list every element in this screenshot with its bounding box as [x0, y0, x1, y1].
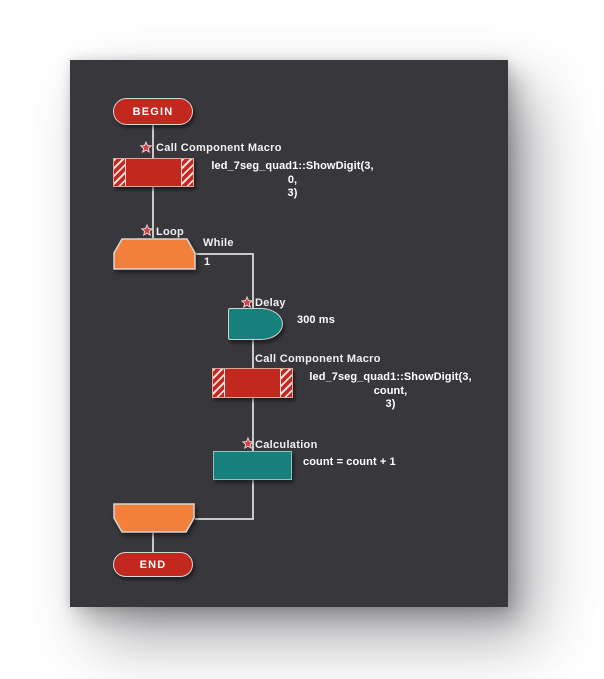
- call-component-macro-node-1[interactable]: [113, 158, 194, 187]
- bookmark-star-icon[interactable]: [141, 224, 153, 236]
- connector-delay-macro2: [252, 340, 254, 368]
- loop-title: Loop: [156, 226, 185, 238]
- begin-label: BEGIN: [132, 105, 174, 118]
- bookmark-star-icon[interactable]: [140, 141, 152, 153]
- end-label: END: [139, 558, 167, 571]
- connector-macro2-calc: [252, 398, 254, 451]
- loop-condition-value: 1: [204, 256, 211, 268]
- call-component-macro-node-2[interactable]: [212, 368, 293, 398]
- macro2-parameters: led_7seg_quad1::ShowDigit(3, count, 3): [309, 371, 472, 410]
- connector-loop-branch-horizontal: [196, 253, 254, 255]
- connector-calc-down: [252, 480, 254, 520]
- macro1-title: Call Component Macro: [156, 142, 282, 154]
- macro-hatch-right: [280, 369, 292, 397]
- end-node[interactable]: END: [113, 552, 193, 577]
- delay-title: Delay: [255, 297, 286, 309]
- connector-loopend-horizontal: [195, 518, 254, 520]
- connector-begin-macro1: [152, 125, 154, 158]
- loop-condition: While: [203, 237, 234, 249]
- delay-detail: 300 ms: [297, 314, 335, 326]
- macro-hatch-right: [181, 159, 193, 186]
- calculation-node[interactable]: [213, 451, 292, 480]
- macro-hatch-left: [213, 369, 225, 397]
- loop-end-node[interactable]: [113, 503, 195, 533]
- bookmark-star-icon[interactable]: [241, 296, 253, 308]
- delay-node[interactable]: [228, 308, 283, 340]
- bookmark-star-icon[interactable]: [242, 437, 254, 449]
- loop-begin-node[interactable]: [113, 238, 196, 270]
- calc-detail: count = count + 1: [303, 456, 396, 468]
- calc-title: Calculation: [255, 439, 318, 451]
- macro1-parameters: led_7seg_quad1::ShowDigit(3, 0, 3): [211, 160, 374, 199]
- connector-macro1-loop: [152, 187, 154, 238]
- macro2-title: Call Component Macro: [255, 353, 381, 365]
- begin-node[interactable]: BEGIN: [113, 98, 193, 125]
- macro-hatch-left: [114, 159, 126, 186]
- connector-loopend-end: [152, 533, 154, 552]
- flowchart-canvas: BEGIN Call Component Macro led_7seg_quad…: [70, 60, 508, 607]
